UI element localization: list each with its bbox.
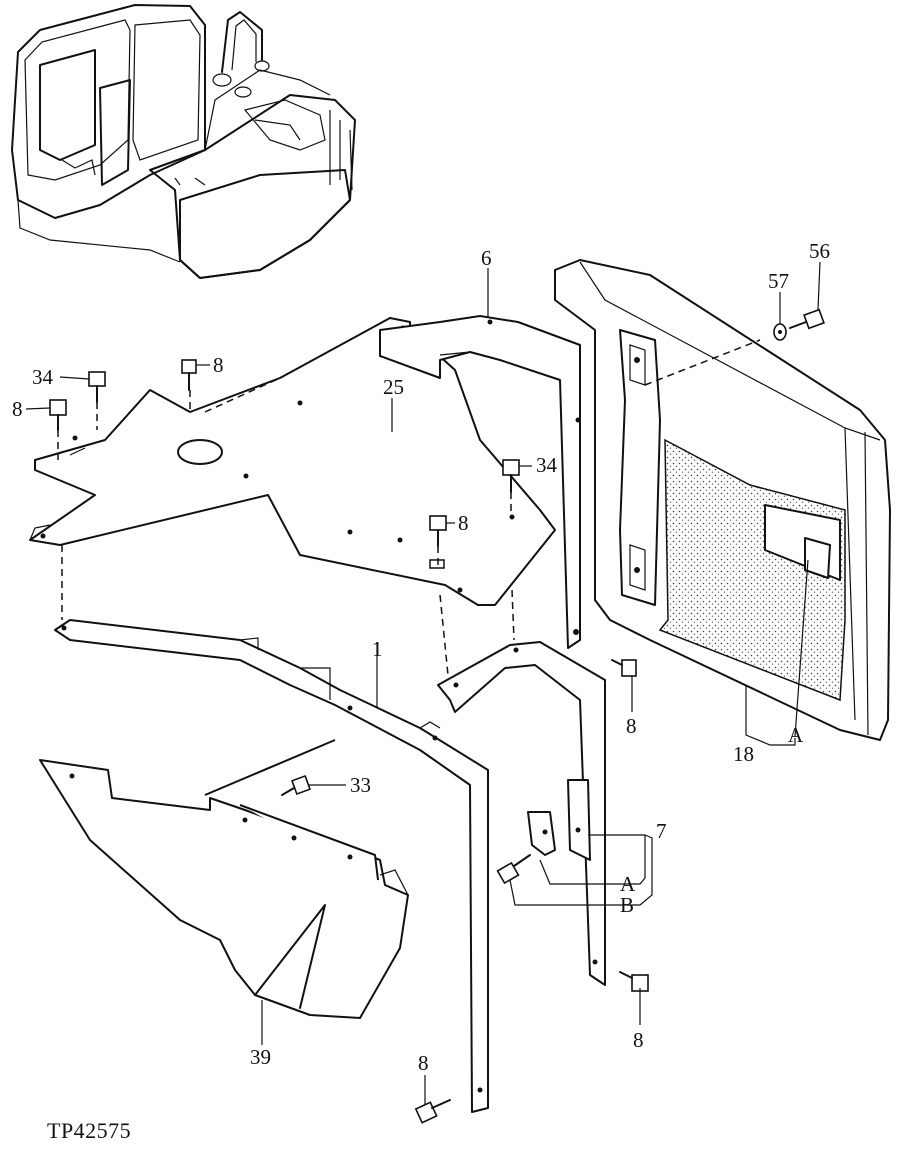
callout-34-top: 34 bbox=[32, 365, 54, 389]
bolt-7-icon bbox=[496, 854, 531, 885]
callout-8-mid: 8 bbox=[458, 511, 469, 535]
leader-lines bbox=[25, 261, 821, 1105]
callout-6: 6 bbox=[481, 246, 492, 270]
part-1-support-frame bbox=[54, 619, 489, 1113]
callout-8-bottom: 8 bbox=[418, 1051, 429, 1075]
bolt-8-lowright-icon bbox=[619, 971, 649, 992]
callout-8-right: 8 bbox=[626, 714, 637, 738]
callout-18: 18 bbox=[733, 742, 754, 766]
callout-57: 57 bbox=[768, 269, 789, 293]
callout-33: 33 bbox=[350, 773, 371, 797]
callout-8-left: 8 bbox=[12, 397, 23, 421]
callout-B-7: B bbox=[620, 893, 634, 917]
fastener-bolts bbox=[49, 308, 825, 1124]
callout-39: 39 bbox=[250, 1045, 271, 1069]
callout-8-lowright: 8 bbox=[633, 1028, 644, 1052]
part-6-upper-bracket bbox=[379, 315, 581, 649]
bolt-8-bottom-icon bbox=[414, 1099, 451, 1124]
assembly-lines bbox=[57, 339, 761, 676]
washer-57-icon bbox=[773, 323, 787, 341]
bolt-33-icon bbox=[281, 775, 311, 796]
callout-34-mid: 34 bbox=[536, 453, 558, 477]
callout-labels: 6 56 57 34 8 8 25 34 8 1 33 8 18 A 7 A B… bbox=[12, 239, 830, 1075]
bolt-56-icon bbox=[789, 308, 825, 330]
part-18-door-panel bbox=[554, 259, 891, 741]
bolt-34-mid-icon bbox=[502, 459, 520, 493]
machine-overview-illustration bbox=[11, 4, 356, 279]
callout-7: 7 bbox=[656, 819, 667, 843]
callout-25: 25 bbox=[383, 375, 404, 399]
bolt-34-top-icon bbox=[88, 371, 106, 403]
bolt-8-right-icon bbox=[611, 659, 637, 677]
part-7-lower-bracket bbox=[437, 641, 606, 986]
bolt-8-top-icon bbox=[181, 359, 197, 391]
callout-8-top: 8 bbox=[213, 353, 224, 377]
part-25-top-cover bbox=[29, 317, 556, 606]
drawing-number: TP42575 bbox=[47, 1118, 131, 1143]
callout-A-18: A bbox=[788, 723, 804, 747]
callout-1: 1 bbox=[372, 637, 383, 661]
callout-A-7: A bbox=[620, 872, 636, 896]
part-39-side-panel bbox=[39, 739, 409, 1019]
callout-56: 56 bbox=[809, 239, 830, 263]
bolt-8-left-icon bbox=[49, 399, 67, 431]
